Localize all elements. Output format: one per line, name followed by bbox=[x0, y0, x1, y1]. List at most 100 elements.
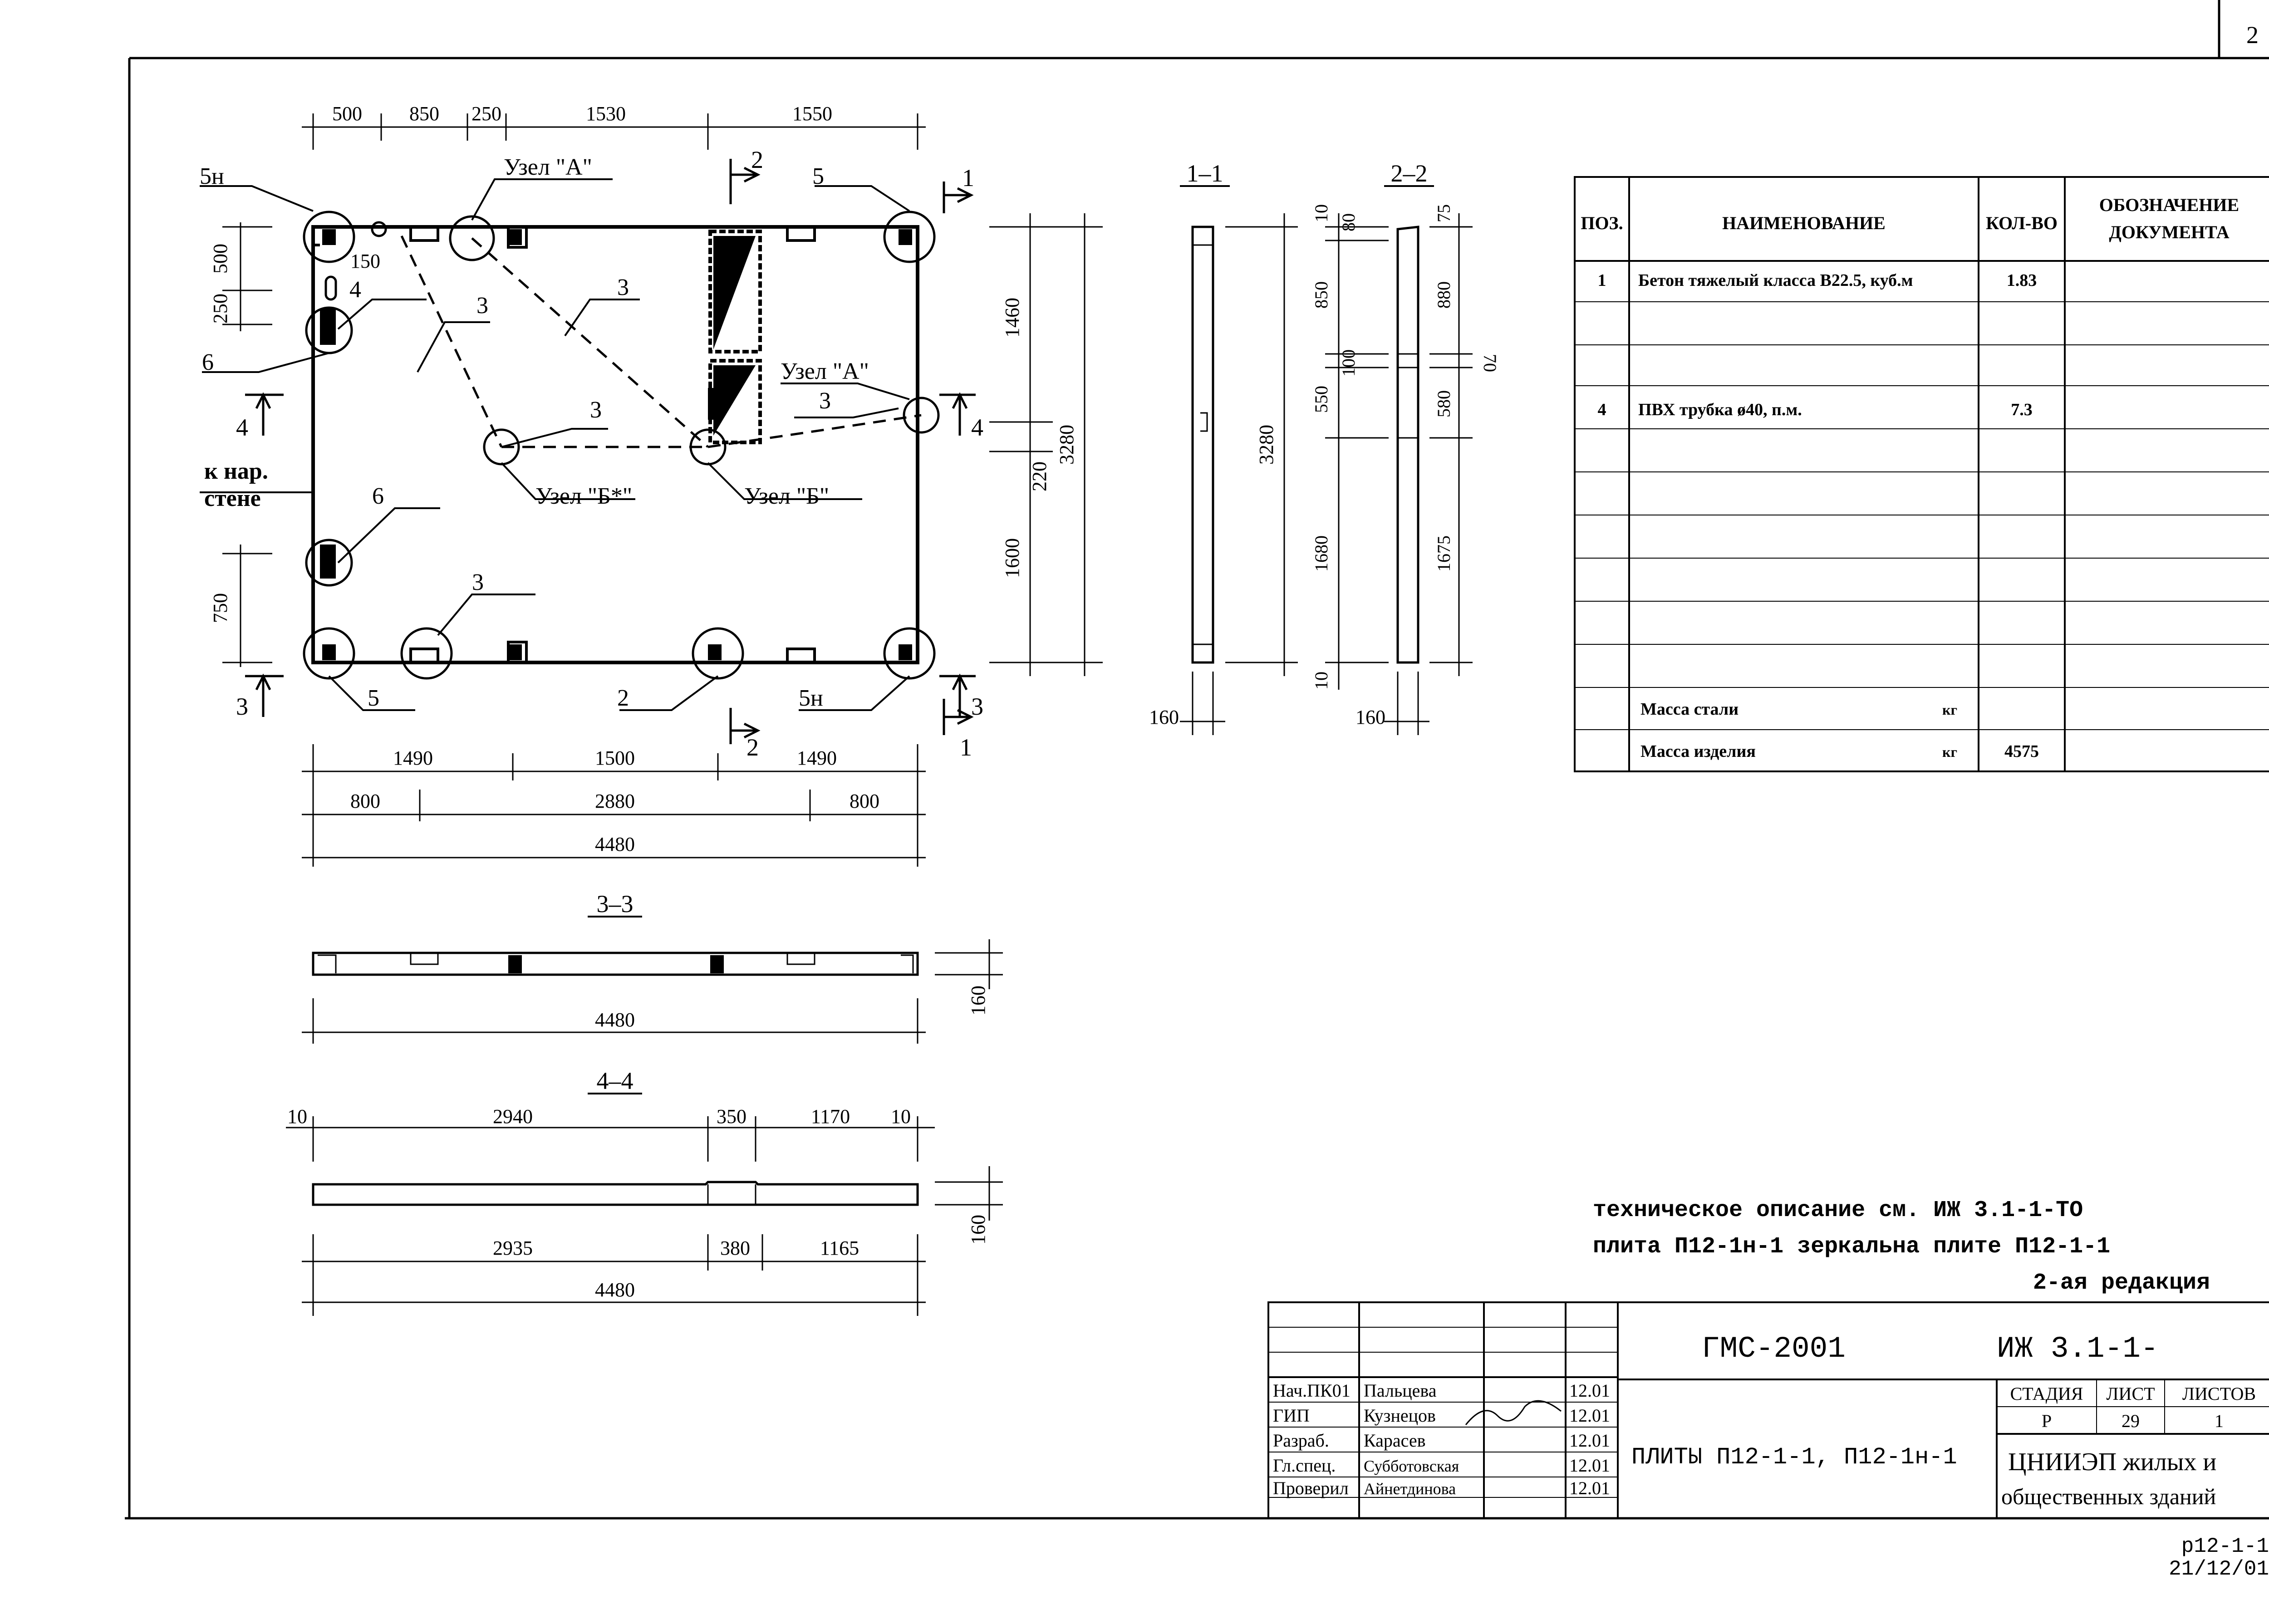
section-2-2-title: 2–2 bbox=[1391, 160, 1428, 187]
plan-top-dim-1: 500 bbox=[332, 103, 362, 125]
section-4-4-total: 4480 bbox=[595, 1279, 635, 1301]
spec-row-1-name: Бетон тяжелый класса В22.5, куб.м bbox=[1638, 271, 1913, 290]
cut-4-right-label: 4 bbox=[971, 414, 983, 441]
plan-bottom-dimension-lines bbox=[302, 744, 926, 867]
slab-outline bbox=[311, 225, 919, 664]
tb-date-3: 12.01 bbox=[1569, 1430, 1610, 1451]
section-2-2-left-dim-4: 100 bbox=[1338, 349, 1359, 377]
mark-4: 4 bbox=[349, 277, 361, 303]
plan-bottom-dim-4: 800 bbox=[350, 790, 380, 812]
section-1-1-width: 160 bbox=[1149, 706, 1179, 728]
cut-1-top-label: 1 bbox=[962, 164, 974, 191]
plan-bottom-dim-3: 1490 bbox=[797, 747, 837, 769]
tb-date-5: 12.01 bbox=[1569, 1478, 1610, 1498]
plan-bottom-total: 4480 bbox=[595, 833, 635, 855]
tb-role-2: ГИП bbox=[1273, 1405, 1310, 1426]
plan-right-total: 3280 bbox=[1056, 425, 1078, 465]
spec-row-1-qty: 1.83 bbox=[2007, 271, 2037, 290]
tb-role-4: Гл.спец. bbox=[1273, 1455, 1336, 1476]
cut-2-bottom-label: 2 bbox=[747, 734, 759, 761]
embedded-parts bbox=[320, 229, 912, 660]
tb-role-1: Нач.ПК01 bbox=[1273, 1380, 1351, 1401]
section-4-4-title: 4–4 bbox=[597, 1067, 634, 1094]
tb-role-5: Проверил bbox=[1273, 1478, 1349, 1498]
tb-name-4: Субботовская bbox=[1364, 1457, 1459, 1475]
plan-left-dim-3: 750 bbox=[209, 593, 231, 623]
tb-org-1: ЦНИИЭП жилых и bbox=[2008, 1448, 2216, 1476]
mark-5n-bottom-right: 5н bbox=[799, 685, 823, 711]
to-wall-label-2: стене bbox=[204, 486, 261, 511]
tb-sheet-label: ЛИСТ bbox=[2106, 1384, 2155, 1404]
spec-header-qty: КОЛ-ВО bbox=[1986, 213, 2058, 233]
plan-right-dimension-lines bbox=[989, 213, 1103, 676]
plan-top-dim-2: 850 bbox=[409, 103, 439, 125]
mark-3-b: 3 bbox=[617, 275, 629, 300]
section-2-2-left-dim-7: 10 bbox=[1311, 672, 1331, 690]
cut-4-left-label: 4 bbox=[236, 414, 248, 441]
spec-header-doc-2: ДОКУМЕНТА bbox=[2109, 222, 2229, 242]
plan-right-dim-220: 220 bbox=[1028, 461, 1051, 491]
plan-top-dimension-lines bbox=[302, 113, 926, 150]
callout-circles bbox=[303, 211, 940, 680]
note-mirror-slab: плита П12-1н-1 зеркальна плите П12-1-1 bbox=[1593, 1234, 2110, 1260]
tb-date-1: 12.01 bbox=[1569, 1380, 1610, 1401]
spec-table: ПОЗ. НАИМЕНОВАНИЕ КОЛ-ВО ОБОЗНАЧЕНИЕ ДОК… bbox=[1574, 176, 2269, 772]
section-2-2-right-dim-1: 75 bbox=[1434, 204, 1454, 222]
mark-3-c: 3 bbox=[590, 397, 602, 423]
tb-name-3: Карасев bbox=[1364, 1430, 1426, 1451]
section-4-4-bottom-dim-3: 1165 bbox=[820, 1237, 859, 1259]
section-3-3-height: 160 bbox=[967, 986, 989, 1016]
cut-2-top-label: 2 bbox=[751, 146, 763, 173]
tb-sheet: 29 bbox=[2122, 1411, 2140, 1431]
tb-stage: Р bbox=[2042, 1411, 2052, 1431]
spec-header-name: НАИМЕНОВАНИЕ bbox=[1722, 213, 1886, 233]
cut-3-left-label: 3 bbox=[236, 693, 248, 720]
tb-date-4: 12.01 bbox=[1569, 1455, 1610, 1476]
plan-left-dim-2: 250 bbox=[209, 294, 231, 324]
section-2-2-left-dim-5: 550 bbox=[1311, 386, 1331, 413]
tb-role-3: Разраб. bbox=[1273, 1430, 1329, 1451]
spec-row-2-pos: 4 bbox=[1598, 400, 1606, 419]
section-4-4-bottom-dim-2: 380 bbox=[720, 1237, 750, 1259]
mark-5-bottom-left: 5 bbox=[368, 685, 379, 711]
plan-bottom-dim-2: 1500 bbox=[595, 747, 635, 769]
section-2-2: 2–2 10 80 850 100 550 bbox=[1311, 160, 1500, 735]
note-technical-description: техническое описание см. ИЖ 3.1-1-ТО bbox=[1593, 1197, 2083, 1223]
leader-lines bbox=[200, 178, 910, 711]
plan-top-dim-3: 250 bbox=[471, 103, 501, 125]
section-1-1: 1–1 3280 160 bbox=[1149, 160, 1298, 735]
section-4-4-top-dim-3: 350 bbox=[717, 1105, 747, 1128]
section-2-2-right-dim-5: 1675 bbox=[1434, 535, 1454, 572]
section-4-4-top-dim-5: 10 bbox=[891, 1105, 911, 1128]
to-wall-label-1: к нар. bbox=[204, 458, 268, 484]
node-a-right-label: Узел "А" bbox=[781, 358, 869, 384]
node-b-star-label: Узел "Б*" bbox=[535, 483, 632, 509]
section-2-2-right-dim-2: 880 bbox=[1434, 281, 1454, 309]
tb-doc: ИЖ 3.1-1- bbox=[1997, 1332, 2158, 1366]
mark-5n-top-left: 5н bbox=[200, 163, 224, 189]
cut-3-right-label: 3 bbox=[971, 693, 983, 720]
plan-top-dim-5: 1550 bbox=[792, 103, 832, 125]
spec-row-1-pos: 1 bbox=[1598, 271, 1606, 290]
spec-header-doc-1: ОБОЗНАЧЕНИЕ bbox=[2099, 195, 2239, 215]
tb-date-2: 12.01 bbox=[1569, 1405, 1610, 1426]
node-b-label: Узел "Б" bbox=[744, 483, 829, 509]
section-4-4-bottom-dim-1: 2935 bbox=[493, 1237, 533, 1259]
tb-sheets-label: ЛИСТОВ bbox=[2182, 1384, 2256, 1404]
item-mass-value: 4575 bbox=[2004, 742, 2039, 761]
file-ref-2: 21/12/01 bbox=[2169, 1557, 2269, 1581]
tb-org-2: общественных зданий bbox=[2001, 1484, 2216, 1509]
plan-bottom-dim-1: 1490 bbox=[393, 747, 433, 769]
openings bbox=[708, 230, 762, 444]
section-3-3: 3–3 4480 160 bbox=[302, 890, 1003, 1044]
plan-top-dim-4: 1530 bbox=[586, 103, 626, 125]
plan-dim-150: 150 bbox=[350, 250, 380, 272]
file-ref-1: p12-1-1 bbox=[2181, 1535, 2269, 1558]
spec-row-2-qty: 7.3 bbox=[2011, 400, 2033, 419]
tb-name-5: Айнетдинова bbox=[1364, 1480, 1456, 1498]
mark-5-top-right: 5 bbox=[812, 163, 824, 189]
mark-3-a: 3 bbox=[476, 293, 488, 319]
plan-bottom-dim-6: 800 bbox=[850, 790, 879, 812]
section-2-2-left-dim-2: 80 bbox=[1338, 213, 1359, 231]
